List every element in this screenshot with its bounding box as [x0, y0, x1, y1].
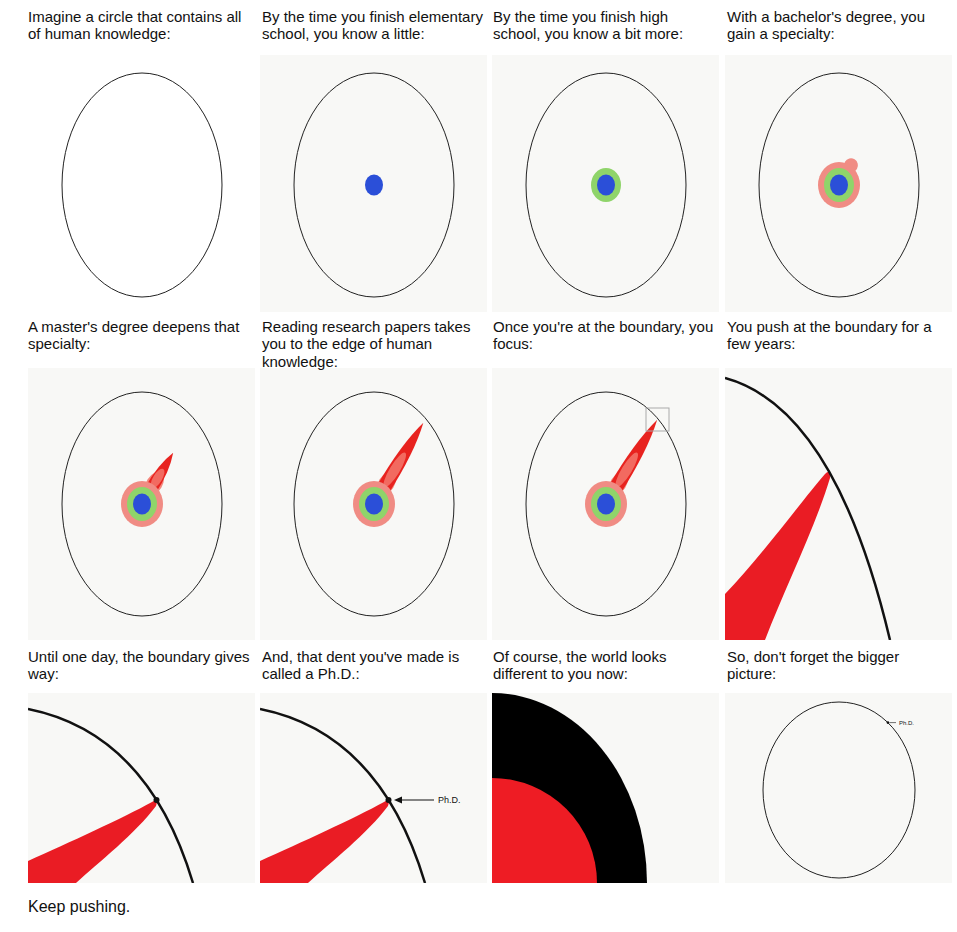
- research-circle: [260, 368, 487, 640]
- knowledge-circle: [28, 55, 255, 312]
- changed-world: [492, 693, 719, 883]
- phd-label: Ph.D.: [899, 720, 914, 726]
- panel-caption: A master's degree deepens that specialty…: [28, 318, 254, 353]
- panel-caption: With a bachelor's degree, you gain a spe…: [727, 8, 951, 43]
- panel-caption: By the time you finish elementary school…: [262, 8, 488, 43]
- panel-caption: So, don't forget the bigger picture:: [727, 648, 951, 683]
- boundary-zoom: [725, 368, 952, 640]
- bigger-picture: [725, 693, 952, 883]
- bachelor-circle: [725, 55, 952, 312]
- panel-caption: By the time you finish high school, you …: [493, 8, 719, 43]
- panel-caption: Once you're at the boundary, you focus:: [493, 318, 719, 353]
- high-school-circle: [492, 55, 719, 312]
- phd-label: Ph.D.: [438, 796, 461, 805]
- panel-caption: And, that dent you've made is called a P…: [262, 648, 488, 683]
- panel-caption: Until one day, the boundary gives way:: [28, 648, 254, 683]
- closing-caption: Keep pushing.: [28, 898, 130, 916]
- master-circle: [28, 368, 255, 640]
- panel-caption: Reading research papers takes you to the…: [262, 318, 488, 370]
- boundary-gives-way: [28, 693, 255, 883]
- elementary-circle: [260, 55, 487, 312]
- panel-caption: Imagine a circle that contains all of hu…: [28, 8, 254, 43]
- phd-dent: [260, 693, 487, 883]
- panel-caption: You push at the boundary for a few years…: [727, 318, 951, 353]
- focus-circle: [492, 368, 719, 640]
- panel-caption: Of course, the world looks different to …: [493, 648, 719, 683]
